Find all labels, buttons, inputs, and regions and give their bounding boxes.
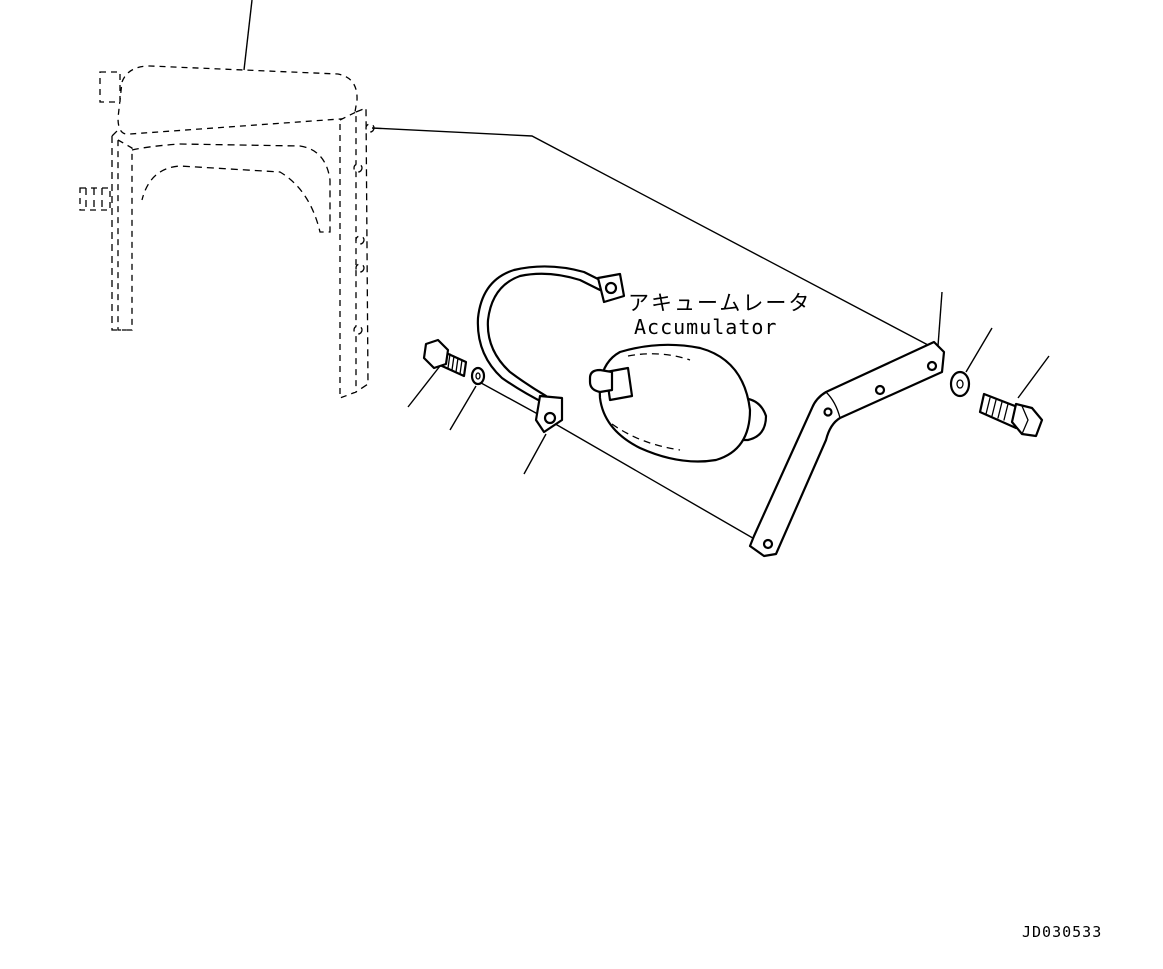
- frame-tab-left: [99, 71, 121, 103]
- bolt-right-thread: [985, 397, 1009, 421]
- leader-washer-left: [449, 385, 477, 431]
- frame-hole-4: [353, 325, 363, 335]
- leader-bracket: [937, 291, 943, 347]
- mounting-band: [476, 265, 626, 434]
- frame-hole-2: [355, 235, 365, 245]
- frame-lug-left: [79, 187, 111, 211]
- bolt-left-thread: [447, 353, 463, 375]
- drawing-code: JD030533: [1022, 923, 1102, 941]
- bolt-right-head-facet: [1021, 405, 1029, 435]
- bracket-hole-3: [823, 407, 833, 417]
- bracket-hole-2: [874, 384, 886, 396]
- accumulator: [588, 343, 768, 463]
- band-tab-lower-hole: [543, 411, 557, 425]
- leader-frame: [243, 0, 253, 71]
- bolt-right-head: [1010, 402, 1044, 438]
- part-label-japanese: アキュームレータ: [628, 291, 811, 315]
- frame-top-cover: [117, 65, 358, 135]
- frame-inner-arch: [131, 143, 331, 233]
- frame-front-edge: [111, 129, 126, 331]
- bolt-left-head: [422, 338, 450, 370]
- leader-washer-right: [965, 327, 993, 373]
- assembly-line-frame-to-bracket: [371, 127, 929, 346]
- frame-hole-3: [355, 263, 365, 273]
- right-fasteners: [949, 370, 1044, 438]
- washer-right: [949, 370, 971, 398]
- bracket-fold-line: [825, 391, 841, 419]
- left-fasteners: [422, 338, 486, 386]
- washer-left-hole: [475, 372, 481, 380]
- leader-band: [523, 433, 547, 475]
- leader-bolt-left: [407, 365, 441, 408]
- accumulator-body: [598, 343, 752, 463]
- band-strap: [476, 265, 606, 406]
- accumulator-body-seam: [611, 353, 691, 451]
- washer-right-hole: [956, 379, 964, 389]
- band-tab-upper-hole: [604, 281, 618, 295]
- bracket-hole-1: [926, 360, 938, 372]
- part-label-english: Accumulator: [634, 315, 777, 339]
- bracket: [748, 340, 946, 558]
- washer-left: [470, 366, 486, 386]
- frame-hole-1: [353, 163, 363, 173]
- leader-bolt-right: [1017, 355, 1050, 399]
- accumulator-port: [588, 368, 614, 394]
- bracket-plate: [748, 340, 946, 558]
- frame-left-leg: [117, 138, 133, 331]
- bracket-hole-4: [762, 538, 774, 550]
- frame-side-plate: [355, 107, 369, 393]
- leader-lines: [243, 0, 1050, 549]
- frame-lug-left-lines: [85, 188, 103, 210]
- frame-right-leg: [339, 110, 357, 399]
- mounting-frame: [79, 65, 375, 399]
